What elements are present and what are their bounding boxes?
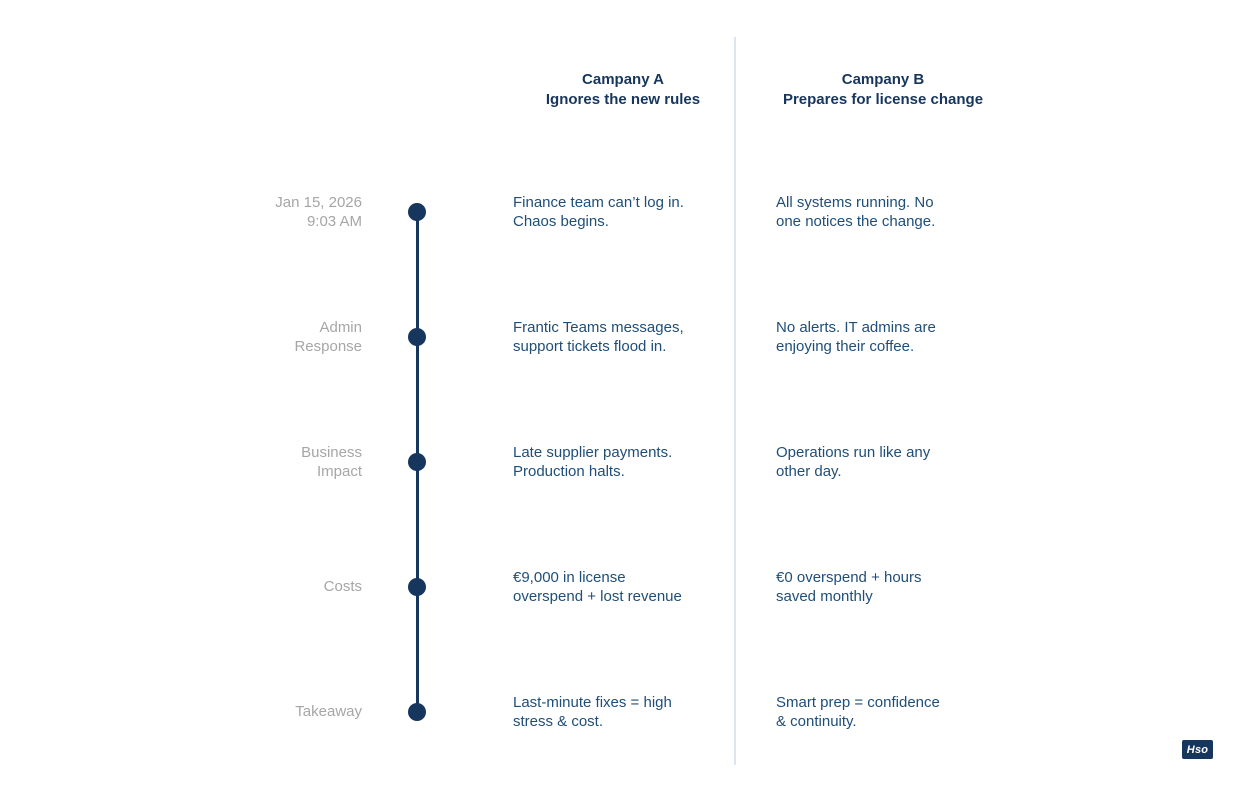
timeline-dot: [408, 453, 426, 471]
row-label: Jan 15, 2026 9:03 AM: [275, 193, 362, 231]
row-col-a-text: Finance team can’t log in. Chaos begins.: [513, 193, 684, 231]
timeline-dot: [408, 203, 426, 221]
timeline-dot: [408, 703, 426, 721]
row-label: Takeaway: [295, 703, 362, 721]
row-label: Business Impact: [301, 443, 362, 481]
row-label: Costs: [323, 578, 362, 596]
row-col-a-text: Frantic Teams messages, support tickets …: [513, 318, 684, 356]
column-a-header: Campany A Ignores the new rules: [545, 71, 701, 108]
timeline-row: Jan 15, 2026 9:03 AM Finance team can’t …: [0, 182, 1254, 242]
timeline-dot: [408, 328, 426, 346]
row-col-b-text: No alerts. IT admins are enjoying their …: [776, 318, 936, 356]
row-label: Admin Response: [294, 318, 362, 356]
timeline-row: Business Impact Late supplier payments. …: [0, 432, 1254, 492]
row-col-a-text: €9,000 in license overspend + lost reven…: [513, 568, 682, 606]
row-col-b-text: €0 overspend + hours saved monthly: [776, 568, 922, 606]
row-col-b-text: Smart prep = confidence & continuity.: [776, 693, 940, 731]
row-col-b-text: Operations run like any other day.: [776, 443, 931, 481]
column-b-header: Campany B Prepares for license change: [782, 71, 984, 108]
timeline-row: Takeaway Last-minute fixes = high stress…: [0, 682, 1254, 742]
timeline-dot: [408, 578, 426, 596]
timeline-row: Admin Response Frantic Teams messages, s…: [0, 307, 1254, 367]
column-divider: [734, 37, 736, 765]
row-col-b-text: All systems running. No one notices the …: [776, 193, 936, 231]
row-col-a-text: Last-minute fixes = high stress & cost.: [513, 693, 672, 731]
hso-logo: Hso: [1182, 740, 1213, 759]
row-col-a-text: Late supplier payments. Production halts…: [513, 443, 673, 481]
timeline-row: Costs €9,000 in license overspend + lost…: [0, 557, 1254, 617]
